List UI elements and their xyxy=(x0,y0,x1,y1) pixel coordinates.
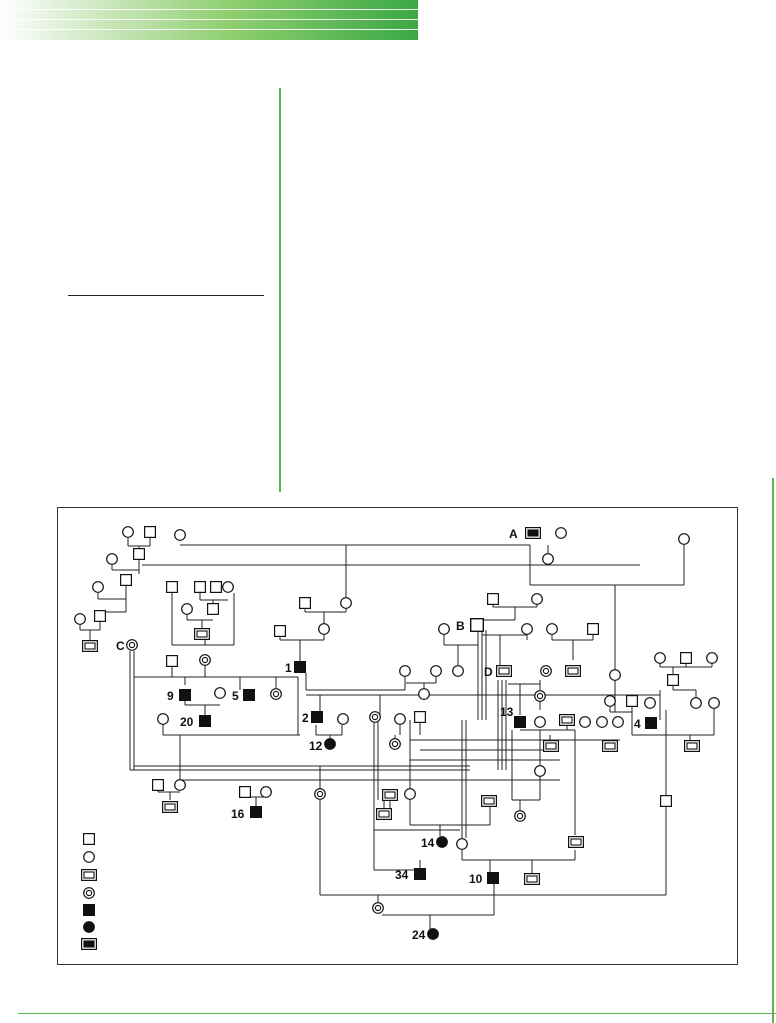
label-12: 12 xyxy=(309,739,323,753)
label-5: 5 xyxy=(232,689,239,703)
label-34: 34 xyxy=(395,868,409,882)
legend-square-open-icon xyxy=(83,833,95,845)
label-16: 16 xyxy=(231,807,245,821)
legend-square-double-icon xyxy=(81,869,97,881)
legend-circle-filled-icon xyxy=(83,921,95,933)
label-D: D xyxy=(484,665,493,679)
legend-circle-double-icon xyxy=(83,887,95,899)
legend-square-filled-icon xyxy=(83,904,95,916)
label-9: 9 xyxy=(167,689,174,703)
header-band xyxy=(0,0,418,40)
legend-circle-open-icon xyxy=(83,851,95,863)
label-13: 13 xyxy=(500,705,514,719)
label-A: A xyxy=(509,527,518,541)
legend-square-double-filled-icon xyxy=(81,938,97,950)
pedigree-lines xyxy=(79,538,715,930)
right-edge-rule xyxy=(772,478,774,1023)
label-10: 10 xyxy=(469,872,483,886)
pedigree-legend xyxy=(81,833,97,950)
label-2: 2 xyxy=(302,711,309,725)
label-14: 14 xyxy=(421,836,435,850)
label-24: 24 xyxy=(412,928,426,942)
label-20: 20 xyxy=(180,715,194,729)
column-divider xyxy=(279,88,281,492)
bottom-rule xyxy=(18,1013,776,1014)
sidebar-rule xyxy=(68,295,264,296)
label-C: C xyxy=(116,639,125,653)
label-4: 4 xyxy=(634,717,641,731)
label-B: B xyxy=(456,619,465,633)
label-1: 1 xyxy=(285,661,292,675)
pedigree-labels: A C B D 1 9 5 20 2 12 13 4 16 14 34 10 2… xyxy=(116,527,641,942)
